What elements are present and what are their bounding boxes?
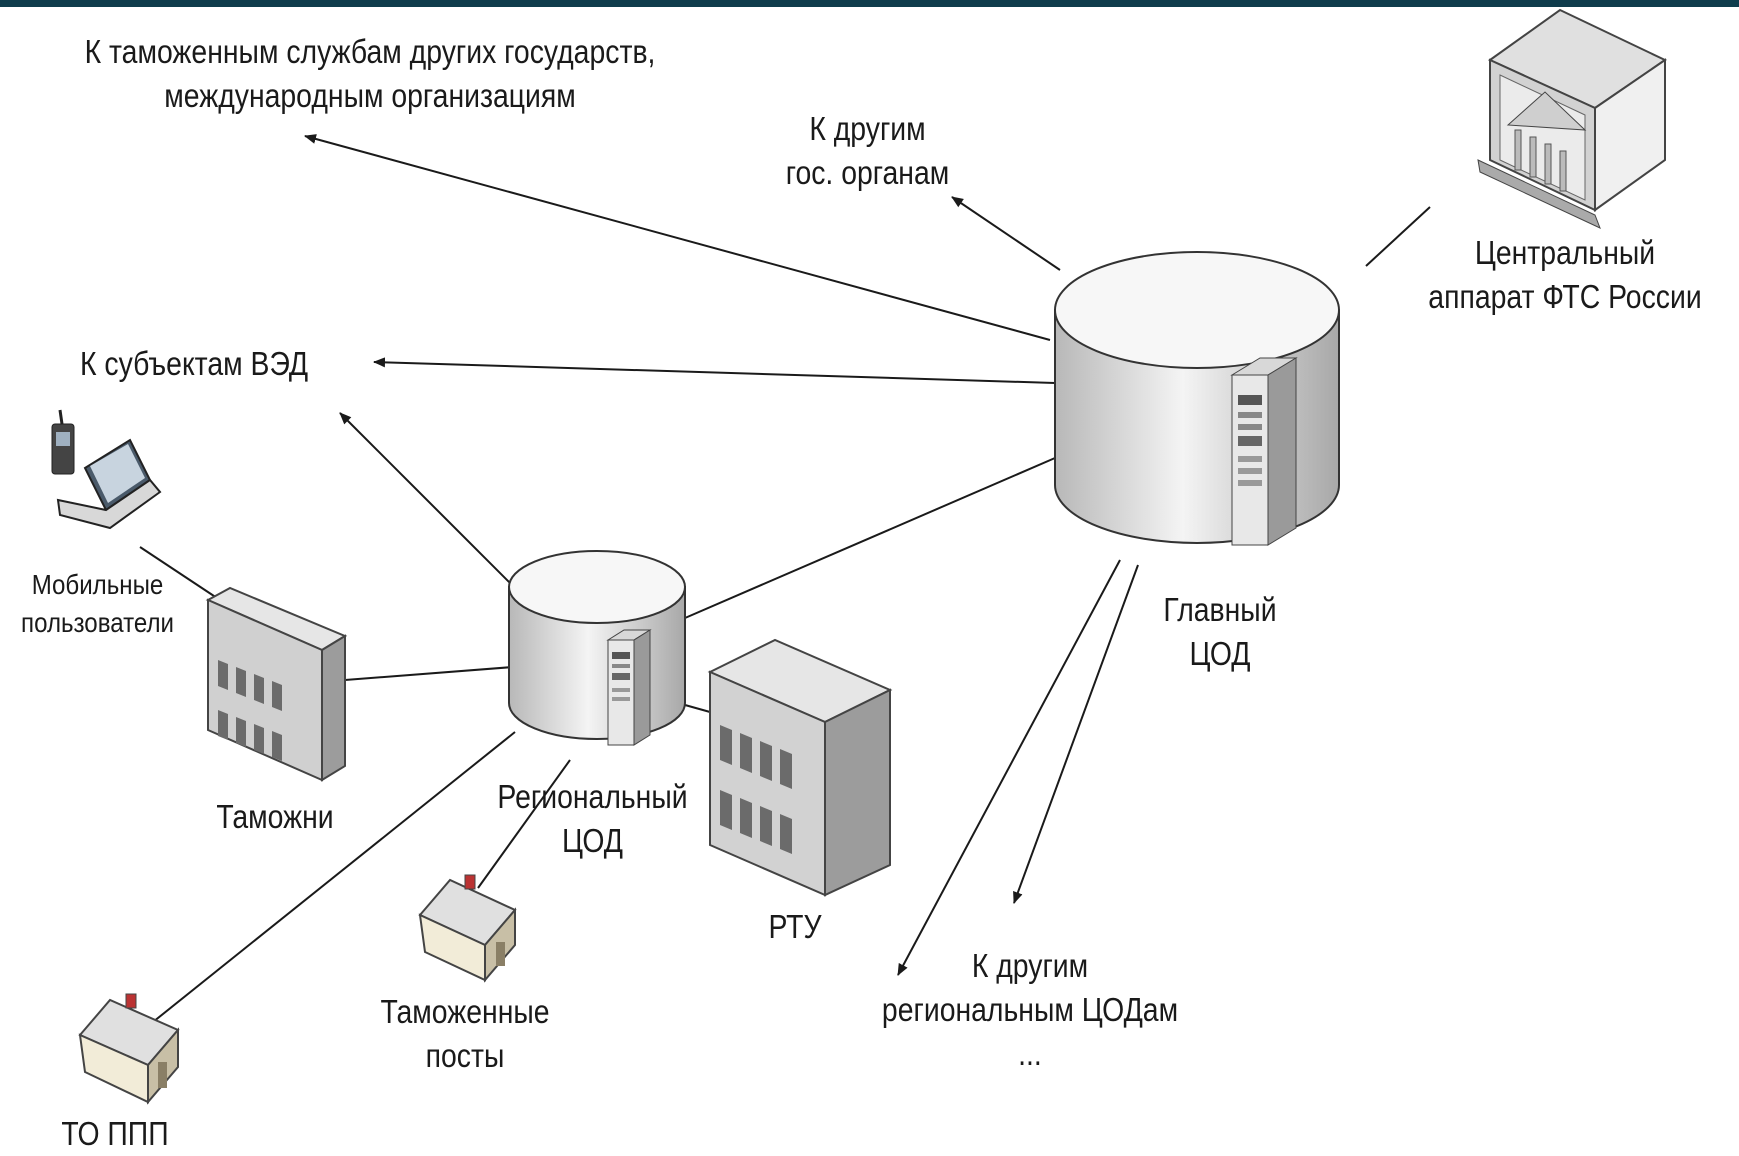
link-regional-posts bbox=[477, 759, 571, 889]
link-foreign-customs bbox=[304, 134, 1051, 341]
label-foreign-customs: К таможенным службам других государств,м… bbox=[84, 33, 656, 114]
to-ppp-house-icon bbox=[78, 993, 180, 1105]
link-regional-ved bbox=[339, 412, 516, 589]
label-customs: Таможни bbox=[216, 798, 334, 835]
link-mobile-customs bbox=[139, 546, 221, 601]
label-rtu: РТУ bbox=[768, 908, 822, 945]
mobile-users-laptop-icon bbox=[51, 409, 162, 530]
regional-dc-cylinder-icon bbox=[508, 550, 686, 746]
central-office-building-icon bbox=[1477, 8, 1667, 229]
customs-posts-house-icon bbox=[418, 874, 517, 983]
link-main-regional-dc-a bbox=[897, 559, 1121, 976]
link-regional-rtu bbox=[684, 704, 711, 713]
link-regional-toppp bbox=[142, 731, 516, 1031]
link-main-regional-dc-b bbox=[1013, 564, 1139, 904]
label-ved-subjects: К субъектам ВЭД bbox=[80, 345, 309, 382]
link-central-office bbox=[1365, 206, 1431, 267]
regional-dc-server-icon bbox=[606, 629, 652, 746]
link-ved-subjects bbox=[373, 357, 1056, 384]
link-main-regional bbox=[684, 457, 1056, 619]
customs-building-icon bbox=[205, 586, 348, 782]
main-dc-server-icon bbox=[1230, 357, 1298, 546]
network-diagram bbox=[51, 8, 1667, 1105]
link-regional-customs bbox=[344, 666, 514, 681]
top-accent-bar bbox=[0, 0, 1739, 7]
rtu-building-icon bbox=[707, 638, 893, 897]
link-other-gov bbox=[951, 196, 1061, 271]
label-to-ppp: ТО ППП bbox=[61, 1115, 169, 1152]
main-dc-cylinder-icon bbox=[1054, 251, 1340, 546]
